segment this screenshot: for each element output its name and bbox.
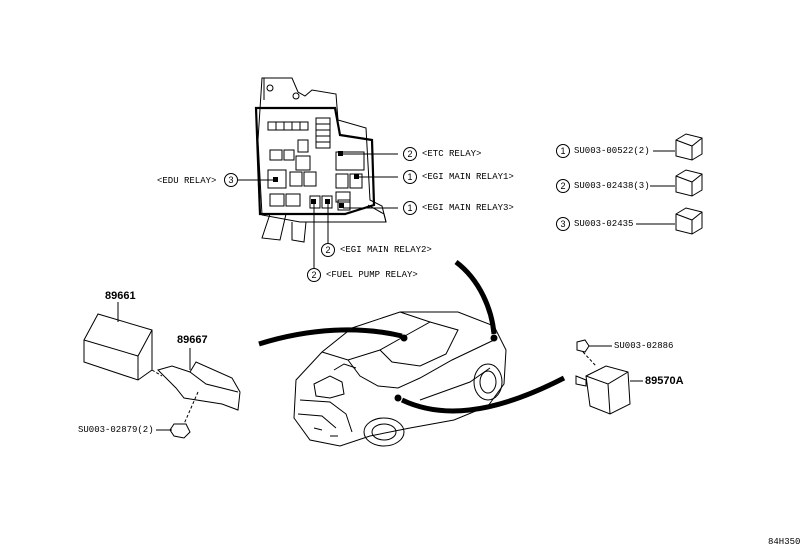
edu-relay-label: <EDU RELAY> [157,176,217,186]
fuel-pump-relay-ref: 2 [307,268,321,282]
bracket-89667-drawing [151,348,241,439]
relay-icons [675,133,703,235]
etc-relay-label: <ETC RELAY> [422,149,482,159]
egi-main-relay3-label: <EGI MAIN RELAY3> [422,203,514,213]
legend-part-2[interactable]: SU003-02438(3) [574,181,650,191]
relay-box-drawing [254,77,387,243]
egi-main-relay1-label: <EGI MAIN RELAY1> [422,172,514,182]
egi-main-relay3-ref: 1 [403,201,417,215]
legend-ref-2: 2 [556,179,570,193]
egi-main-relay2-label: <EGI MAIN RELAY2> [340,245,432,255]
legend-ref-1: 1 [556,144,570,158]
fuel-pump-relay-label: <FUEL PUMP RELAY> [326,270,418,280]
module-89661-drawing [83,302,153,381]
location-arcs [258,260,566,414]
etc-relay-ref: 2 [403,147,417,161]
diagram-code: 84H350 [768,537,801,547]
part-su003-02879-label[interactable]: SU003-02879(2) [78,425,154,435]
legend-ref-3: 3 [556,217,570,231]
egi-main-relay1-ref: 1 [403,170,417,184]
egi-main-relay2-ref: 2 [321,243,335,257]
part-su003-02886-label[interactable]: SU003-02886 [614,341,674,351]
module-89570a-drawing [575,339,643,415]
legend-part-1[interactable]: SU003-00522(2) [574,146,650,156]
part-89667-label[interactable]: 89667 [177,334,208,346]
legend-part-3[interactable]: SU003-02435 [574,219,634,229]
edu-relay-ref: 3 [224,173,238,187]
part-89570a-label[interactable]: 89570A [645,375,684,387]
part-89661-label[interactable]: 89661 [105,290,136,302]
